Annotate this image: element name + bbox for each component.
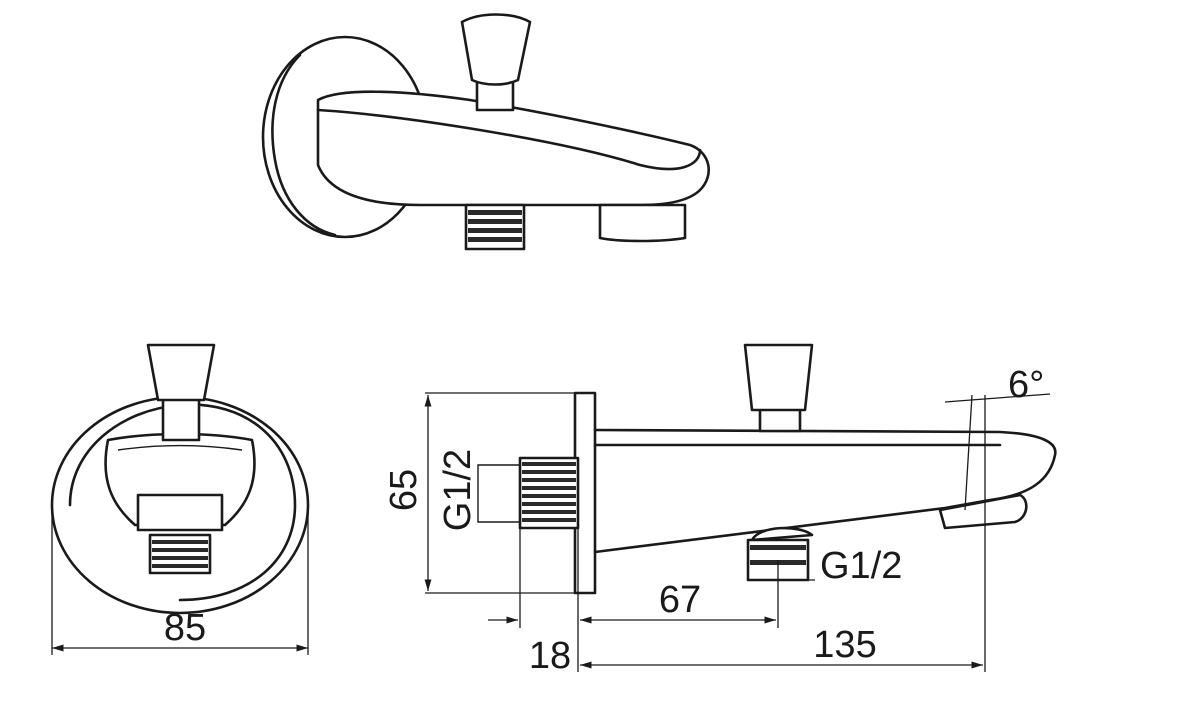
outlet-thread-label: G1/2 xyxy=(820,545,902,587)
knob-front xyxy=(146,343,216,402)
perspective-view xyxy=(261,13,710,251)
outlet-offset-label: 67 xyxy=(659,579,701,621)
wall-thread-label: G1/2 xyxy=(437,449,479,531)
side-view: 65 G1/2 G1/2 67 18 135 6° xyxy=(383,343,1057,677)
side-knob xyxy=(743,343,814,412)
wall-thread xyxy=(518,456,580,530)
spout-outlet xyxy=(598,203,687,243)
front-view: 85 xyxy=(50,343,310,655)
projection-label: 135 xyxy=(813,624,876,666)
stem-front xyxy=(161,393,201,442)
height-label: 65 xyxy=(383,469,425,511)
outlet-cap xyxy=(750,526,814,542)
plate-depth-label: 18 xyxy=(529,635,571,677)
diverter-knob xyxy=(460,13,532,86)
width-label: 85 xyxy=(164,607,206,649)
angle-label: 6° xyxy=(1008,364,1044,406)
side-outlet xyxy=(938,493,1028,530)
angle-dimension-arc xyxy=(944,393,1051,403)
outlet-front xyxy=(136,493,224,532)
